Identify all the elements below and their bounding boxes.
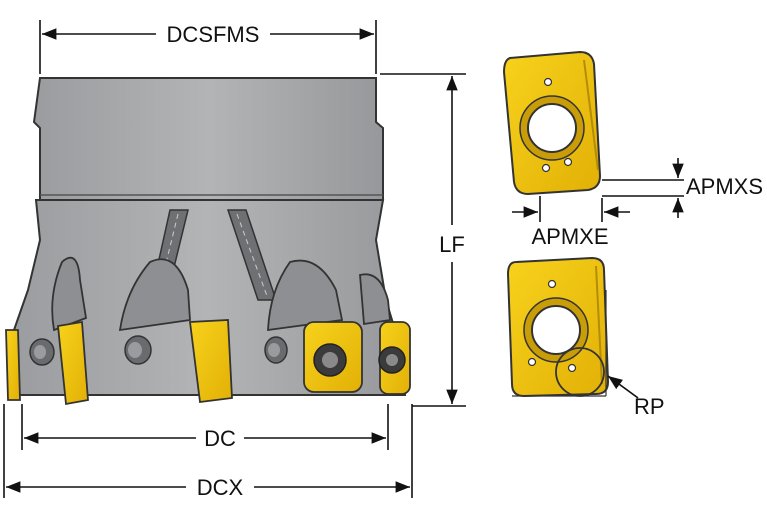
dimension-dc [21,404,389,450]
cutter-inserts [5,319,411,406]
insert-screws [313,343,406,377]
label-dcx: DCX [197,475,244,500]
insert-1 [57,320,89,406]
insert-detail-bottom [506,256,610,398]
dimension-dcx [3,404,413,498]
dimension-rp [607,375,639,399]
insert-detail-top [502,50,602,196]
cutter-shank [32,77,384,201]
dimension-apmxs [602,158,684,218]
label-rp: RP [634,394,665,419]
label-dcsfms: DCSFMS [167,22,260,47]
label-apmxe: APMXE [531,224,608,249]
label-apmxs: APMXS [686,174,763,199]
dimension-apmxe [512,196,630,222]
label-dc: DC [204,426,236,451]
screw-holes [29,335,288,366]
insert-left-edge [5,329,21,401]
insert-2 [188,319,233,404]
dimension-lf [380,73,466,407]
label-lf: LF [439,232,465,257]
dimension-dcsfms [39,20,377,74]
chip-flutes [51,256,391,332]
